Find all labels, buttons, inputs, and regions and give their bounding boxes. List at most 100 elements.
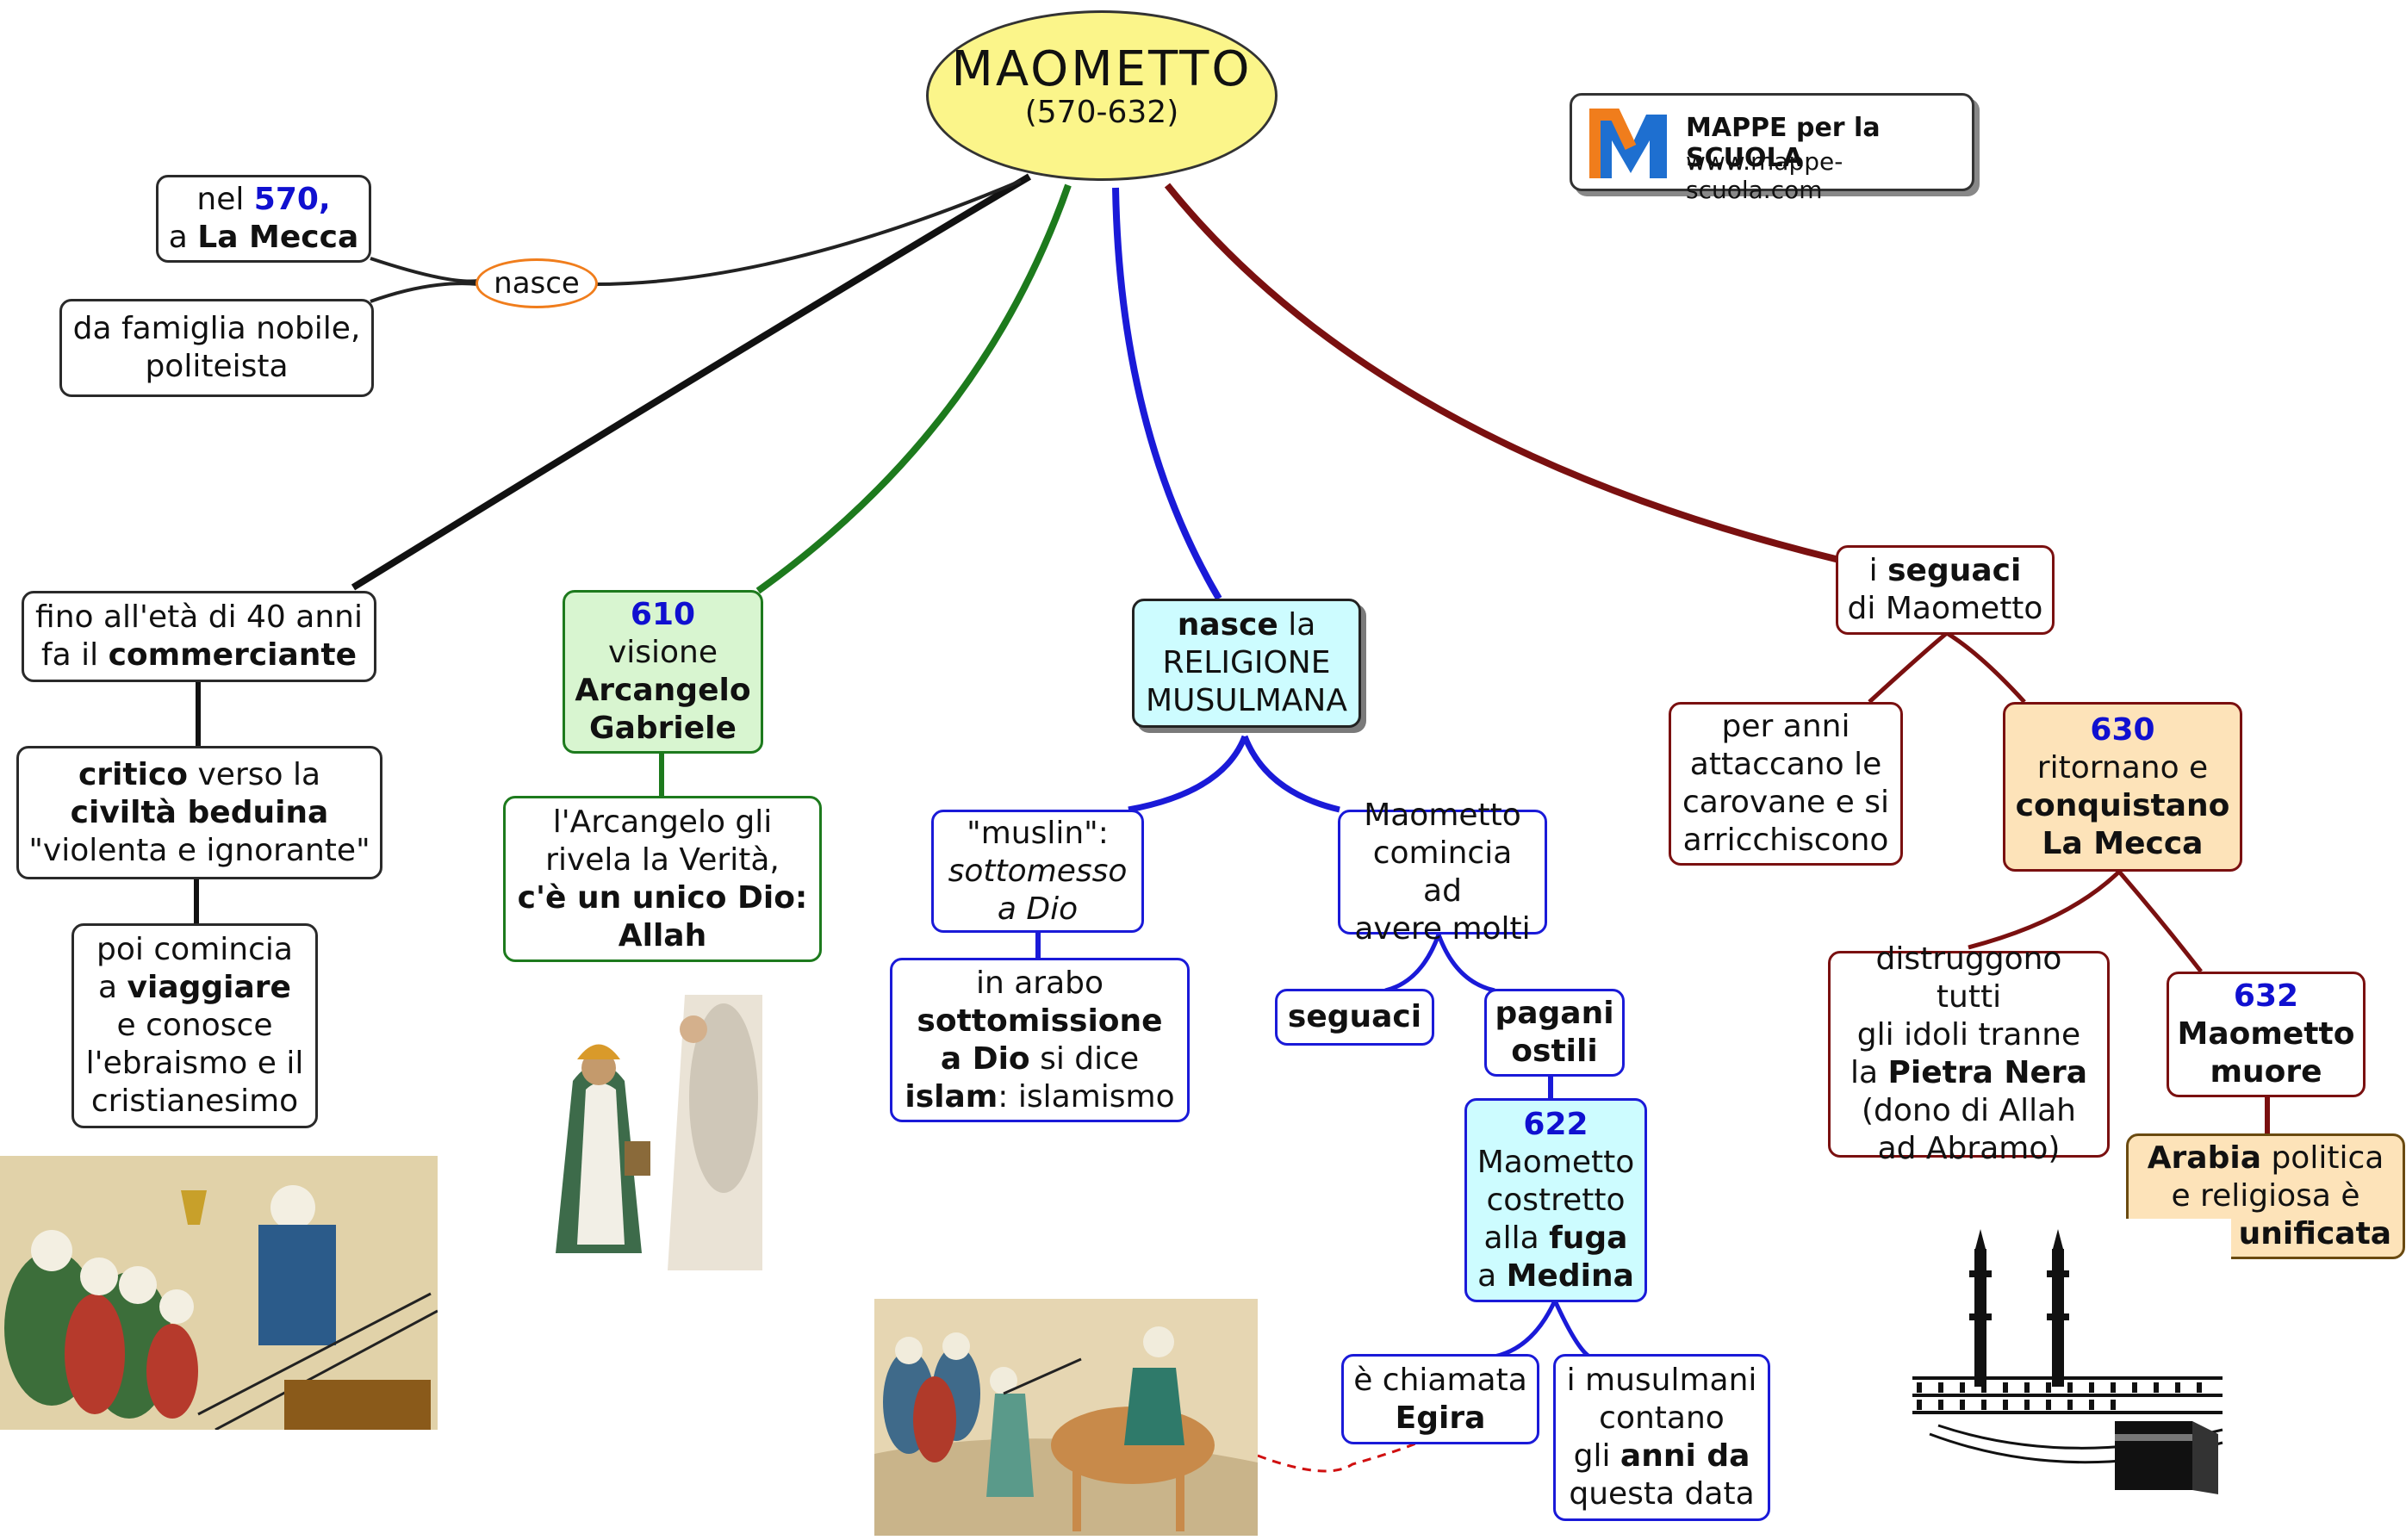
revelation-box: l'Arcangelo gli rivela la Verità, c'è un… xyxy=(503,796,822,962)
death-maometto: Maometto xyxy=(2177,1016,2355,1052)
merchant-fa: fa il xyxy=(40,637,99,673)
caravans-box: per anni attaccano le carovane e si arri… xyxy=(1669,702,1903,866)
death-632-box: 632 Maometto muore xyxy=(2167,972,2366,1097)
logo-url: www.mappe-scuola.com xyxy=(1686,147,1843,204)
critic-box: critico verso la civiltà beduina "violen… xyxy=(16,746,382,879)
nasce-link-label: nasce xyxy=(476,258,598,308)
arabic-a-dio: a Dio xyxy=(940,1040,1030,1077)
vision-arcangelo: Arcangelo xyxy=(575,673,751,708)
pagans-box: pagani ostili xyxy=(1484,989,1625,1077)
nasce-label: nasce xyxy=(494,266,580,301)
muslin-box: "muslin": sottomesso a Dio xyxy=(931,810,1144,933)
arabic-si-dice: si dice xyxy=(1040,1040,1140,1077)
calendar-line2: contano xyxy=(1599,1400,1725,1436)
caravans-line2: attaccano le xyxy=(1689,747,1882,782)
calendar-line4: questa data xyxy=(1569,1476,1755,1512)
muslin-word: "muslin": xyxy=(967,815,1109,851)
conquest-la-mecca: La Mecca xyxy=(2042,825,2204,861)
merchant-word: commerciante xyxy=(108,637,357,673)
conquest-line1: ritornano e xyxy=(2036,749,2209,786)
idols-line1: distruggono tutti xyxy=(1875,941,2062,1015)
religion-musulmana: MUSULMANA xyxy=(1146,683,1347,718)
hegira-box: è chiamata Egira xyxy=(1341,1354,1539,1444)
critic-word: critico xyxy=(78,756,189,792)
idols-line2: gli idoli tranne xyxy=(1856,1017,2081,1053)
flight-year: 622 xyxy=(1523,1106,1588,1142)
conquest-year: 630 xyxy=(2090,711,2155,748)
travel-viaggiare: viaggiare xyxy=(127,970,291,1005)
muslin-sottomesso: sottomesso xyxy=(948,853,1128,889)
death-year: 632 xyxy=(2233,978,2299,1014)
calendar-anni: anni da xyxy=(1620,1438,1750,1474)
birth-nel: nel xyxy=(196,182,245,217)
flight-line2: costretto xyxy=(1486,1182,1626,1218)
vision-gabriele: Gabriele xyxy=(589,711,737,746)
caravans-line3: carovane e si xyxy=(1682,785,1889,820)
followers-intro-box: Maometto comincia ad avere molti xyxy=(1338,798,1547,947)
followers-i: i xyxy=(1868,553,1878,588)
main-dates: (570-632) xyxy=(1024,95,1179,130)
flight-a: a xyxy=(1477,1257,1497,1294)
critic-civilta: civiltà beduina xyxy=(70,794,329,830)
followers-seguaci: seguaci xyxy=(1887,553,2022,588)
birth-year: 570, xyxy=(253,182,331,217)
flight-medina: Medina xyxy=(1506,1257,1634,1294)
travel-line4: l'ebraismo e il xyxy=(85,1046,304,1081)
family-line1: da famiglia nobile, xyxy=(72,311,361,346)
revelation-line2: rivela la Verità, xyxy=(545,841,780,878)
followers-intro-line1: Maometto xyxy=(1364,797,1521,833)
conquest-630-box: 630 ritornano e conquistano La Mecca xyxy=(2003,702,2242,872)
conquest-conquistano: conquistano xyxy=(2015,787,2230,823)
revelation-allah: Allah xyxy=(618,917,707,953)
family-box: da famiglia nobile, politeista xyxy=(59,299,374,397)
caravans-line4: arricchiscono xyxy=(1682,823,1889,858)
birth-place-box: nel 570, a La Mecca xyxy=(156,175,371,263)
followers-intro-line2: comincia ad xyxy=(1372,835,1513,909)
religion-box: nasce la RELIGIONE MUSULMANA xyxy=(1132,599,1361,728)
travel-line5: cristianesimo xyxy=(90,1084,299,1119)
merchant-line1: fino all'età di 40 anni xyxy=(35,599,363,635)
unified-unificata: unificata xyxy=(2238,1216,2392,1251)
vision-year: 610 xyxy=(630,597,696,632)
unified-politica: politica xyxy=(2271,1140,2384,1176)
caravans-line1: per anni xyxy=(1721,709,1850,744)
flight-miniature-image xyxy=(874,1299,1258,1536)
angel-gabriel-image xyxy=(538,995,762,1270)
idols-pietra-nera: Pietra Nera xyxy=(1887,1055,2088,1090)
kaaba-mecca-image xyxy=(1904,1219,2231,1503)
religion-nasce: nasce xyxy=(1177,607,1278,643)
birth-city: La Mecca xyxy=(197,220,359,255)
followers-intro-line3: avere molti xyxy=(1354,910,1531,947)
mappe-scuola-logo[interactable]: MAPPE per la SCUOLA www.mappe-scuola.com xyxy=(1570,93,1974,204)
vision-610-box: 610 visione Arcangelo Gabriele xyxy=(563,590,763,754)
hegira-line1: è chiamata xyxy=(1353,1362,1527,1398)
flight-line1: Maometto xyxy=(1477,1144,1635,1180)
flight-622-box: 622 Maometto costretto alla fuga a Medin… xyxy=(1464,1098,1647,1302)
preaching-miniature-image xyxy=(0,1156,438,1430)
arabic-line1: in arabo xyxy=(975,965,1104,1001)
seguaci-box: seguaci xyxy=(1275,989,1434,1046)
travel-box: poi comincia a viaggiare e conosce l'ebr… xyxy=(71,923,318,1128)
critic-quote: "violenta e ignorante" xyxy=(28,832,370,868)
arabic-sottomissione: sottomissione xyxy=(917,1003,1163,1039)
idols-la: la xyxy=(1850,1055,1879,1090)
pagans-line1: pagani xyxy=(1495,996,1614,1031)
arabic-islam: islam xyxy=(905,1078,998,1115)
main-title: MAOMETTO xyxy=(951,41,1253,97)
main-topic: MAOMETTO (570-632) xyxy=(926,10,1278,181)
arabic-islamismo: : islamismo xyxy=(998,1078,1175,1115)
idols-box: distruggono tutti gli idoli tranne la Pi… xyxy=(1828,941,2110,1166)
unified-line2: e religiosa è xyxy=(2171,1178,2360,1214)
seguaci-word: seguaci xyxy=(1287,999,1422,1034)
flight-alla: alla xyxy=(1483,1220,1539,1256)
muslin-a-dio: a Dio xyxy=(997,891,1079,927)
arabic-box: in arabo sottomissione a Dio si dice isl… xyxy=(890,958,1190,1122)
travel-a: a xyxy=(98,970,118,1005)
calendar-box: i musulmani contano gli anni da questa d… xyxy=(1553,1354,1770,1521)
calendar-gli: gli xyxy=(1573,1438,1611,1474)
family-line2: politeista xyxy=(145,349,289,384)
revelation-line1: l'Arcangelo gli xyxy=(552,804,773,840)
idols-line5: ad Abramo) xyxy=(1877,1131,2061,1166)
merchant-box: fino all'età di 40 anni fa il commercian… xyxy=(22,591,376,682)
